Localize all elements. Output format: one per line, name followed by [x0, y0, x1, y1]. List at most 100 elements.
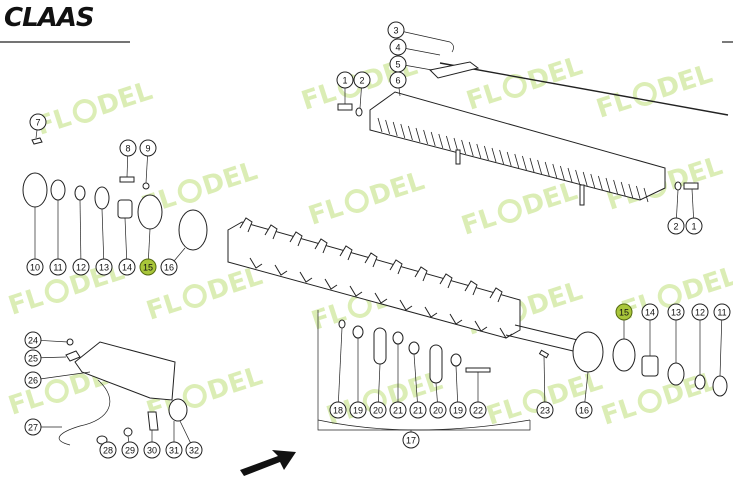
- left-bearing-assembly: [22, 137, 208, 251]
- leader-line: [413, 353, 418, 403]
- bearing-right: [712, 375, 728, 397]
- callout-20: 20: [369, 363, 387, 419]
- callout-circle: [429, 401, 447, 419]
- callout-25: 25: [24, 349, 67, 367]
- callout-29: 29: [121, 435, 139, 459]
- callout-7: 7: [29, 113, 47, 139]
- callout-number: 13: [671, 308, 681, 318]
- callout-number: 14: [645, 308, 655, 318]
- ball-bearing-left: [94, 186, 110, 210]
- callout-14: 14: [641, 303, 659, 356]
- leader-line: [543, 355, 546, 403]
- bearing-flange-left: [22, 172, 48, 208]
- callout-number: 8: [125, 144, 130, 154]
- svg-text:DEL: DEL: [359, 51, 421, 97]
- callout-number: 1: [342, 76, 347, 86]
- leader-line: [35, 129, 38, 139]
- svg-text:DEL: DEL: [664, 151, 726, 197]
- callout-1: 1: [685, 188, 703, 235]
- callout-number: 14: [122, 263, 132, 273]
- callout-circle: [353, 71, 371, 89]
- callout-number: 5: [395, 60, 400, 70]
- callout-number: 16: [164, 263, 174, 273]
- leader-line: [403, 31, 451, 43]
- bearing-left: [50, 179, 66, 201]
- leader-line: [40, 356, 67, 359]
- leader-line: [359, 87, 362, 109]
- claas-logo: CLAAS: [0, 3, 130, 43]
- callout-circle: [369, 401, 387, 419]
- leader-line: [126, 155, 129, 178]
- callout-circle: [336, 71, 354, 89]
- callout-circle: [24, 331, 42, 349]
- svg-text:FL: FL: [308, 298, 350, 337]
- callout-27: 27: [24, 418, 62, 436]
- callout-number: 11: [53, 263, 62, 273]
- callout-number: 28: [103, 446, 113, 456]
- callout-circle: [349, 401, 367, 419]
- nut-9: [142, 182, 150, 190]
- callout-circle: [387, 21, 405, 39]
- callout-circle: [402, 431, 420, 449]
- callout-circle: [121, 441, 139, 459]
- callout-number: 9: [145, 144, 150, 154]
- callout-circle: [389, 71, 407, 89]
- callout-number: 2: [673, 222, 678, 232]
- callout-circle: [409, 401, 427, 419]
- callout-13: 13: [95, 208, 113, 276]
- washer-left: [355, 107, 363, 117]
- callout-1: 1: [336, 71, 354, 104]
- svg-text:DEL: DEL: [204, 361, 266, 407]
- callout-14: 14: [118, 217, 136, 276]
- leader-line: [127, 435, 130, 443]
- callout-5: 5: [389, 55, 433, 73]
- leader-line: [338, 327, 343, 403]
- callout-10: 10: [26, 207, 44, 276]
- callout-circle: [95, 258, 113, 276]
- leader-line: [455, 365, 458, 403]
- svg-text:FL: FL: [458, 203, 500, 242]
- callout-6: 6: [389, 71, 407, 97]
- callout-31: 31: [165, 421, 183, 459]
- callout-number: 16: [579, 406, 589, 416]
- support-leg-1: [455, 149, 461, 165]
- callout-number: 7: [35, 118, 40, 128]
- callout-circle: [24, 371, 42, 389]
- callout-number: 20: [433, 406, 443, 416]
- callout-number: 25: [28, 354, 38, 364]
- svg-text:FL: FL: [5, 383, 47, 422]
- callout-circle: [389, 38, 407, 56]
- callout-11: 11: [713, 303, 731, 377]
- svg-text:DEL: DEL: [524, 51, 586, 97]
- callout-21: 21: [409, 353, 427, 419]
- callout-circle: [119, 139, 137, 157]
- callout-number: 20: [373, 406, 383, 416]
- leader-line: [148, 228, 151, 260]
- callout-circle: [469, 401, 487, 419]
- callout-circle: [389, 401, 407, 419]
- callout-circle: [536, 401, 554, 419]
- callout-12: 12: [691, 303, 709, 375]
- bolt-22: [465, 367, 491, 373]
- washer-right: [674, 181, 682, 191]
- leader-line: [145, 155, 148, 184]
- callout-number: 21: [393, 406, 403, 416]
- leader-line: [405, 48, 441, 56]
- callout-number: 26: [28, 376, 38, 386]
- callout-26: 26: [24, 371, 91, 389]
- leader-line: [584, 371, 589, 403]
- callout-4: 4: [389, 38, 441, 56]
- callout-24: 24: [24, 331, 69, 349]
- leader-line: [101, 208, 105, 260]
- upper-housing-assembly: [337, 41, 729, 206]
- callout-circle: [449, 401, 467, 419]
- callout-11: 11: [49, 200, 67, 276]
- callout-18: 18: [329, 327, 347, 419]
- callout-number: 15: [619, 308, 629, 318]
- callout-21: 21: [389, 344, 407, 419]
- callout-number: 32: [189, 446, 199, 456]
- leader-line: [398, 87, 401, 97]
- leader-line: [719, 319, 723, 377]
- callout-circle: [139, 258, 157, 276]
- leader-line: [40, 340, 69, 343]
